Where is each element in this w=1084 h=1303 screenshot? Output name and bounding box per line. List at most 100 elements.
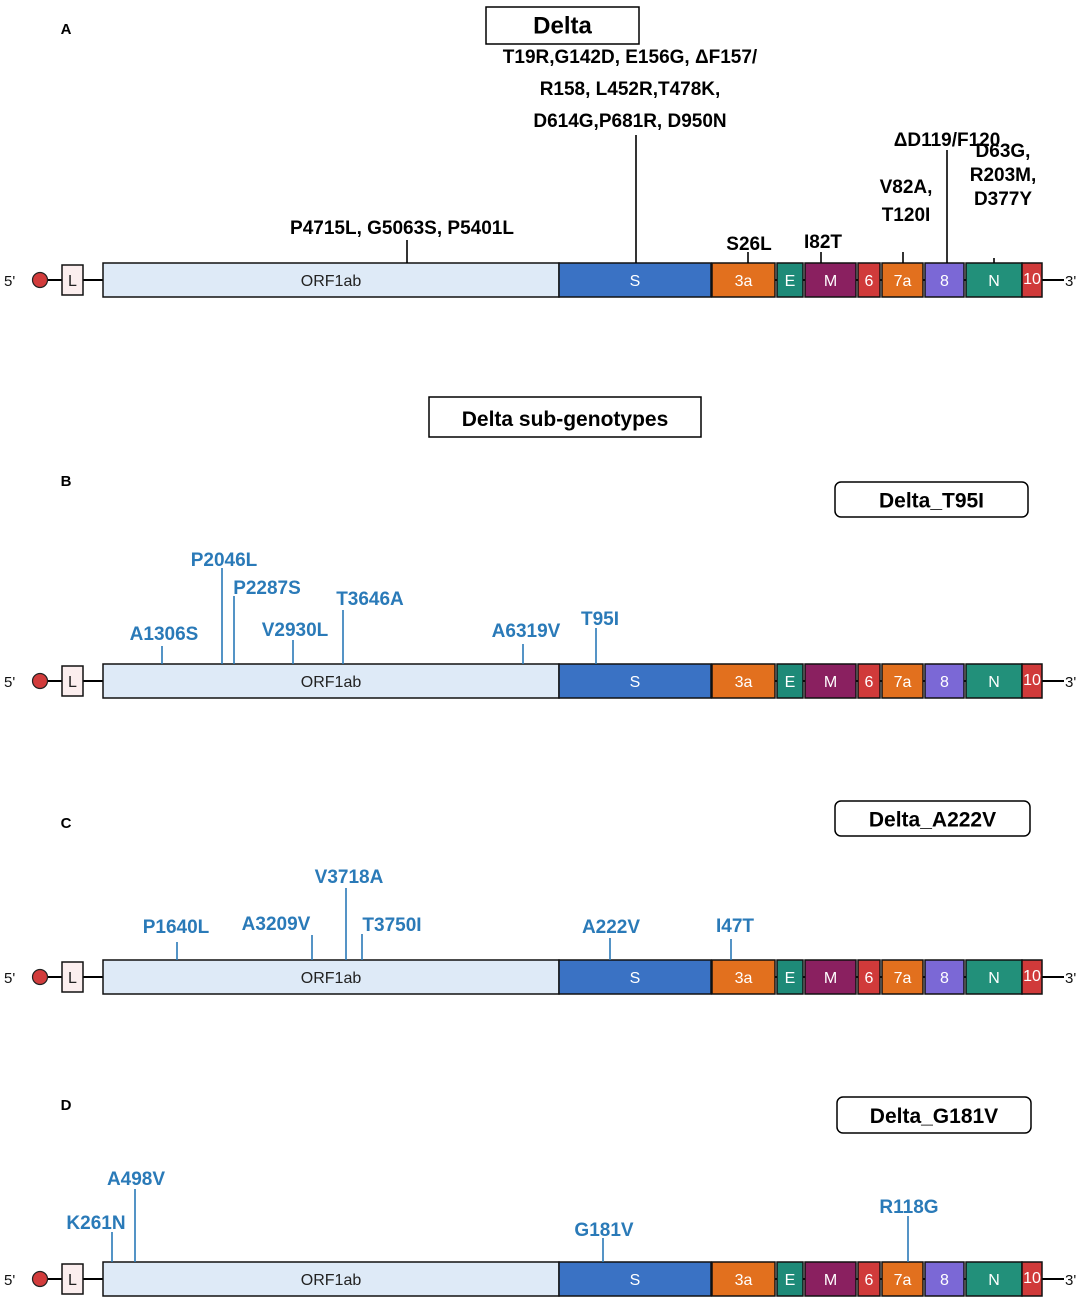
- panel-title: Delta_A222V: [869, 809, 996, 832]
- five-prime-label: 5': [4, 1272, 15, 1289]
- gene-m: [804, 1261, 857, 1297]
- mutation-label: V2930L: [262, 620, 329, 641]
- mutation-marker: T95I: [581, 609, 619, 664]
- gene-label-m: M: [824, 674, 837, 691]
- three-prime-label: 3': [1065, 1272, 1076, 1289]
- gene-label-m: M: [824, 970, 837, 987]
- gene-orf1ab: [102, 959, 560, 995]
- gene-10: [1021, 663, 1043, 699]
- mutation-label: A498V: [107, 1169, 165, 1190]
- gene-label-l: L: [68, 273, 77, 290]
- gene-label-orf1ab: ORF1ab: [301, 273, 362, 290]
- mutation-label: A222V: [582, 917, 640, 938]
- gene-label-3a: 3a: [735, 970, 753, 987]
- gene-label-3a: 3a: [735, 1272, 753, 1289]
- gene-8: [924, 1261, 965, 1297]
- gene-label-7a: 7a: [894, 674, 912, 691]
- title-box: [834, 481, 1029, 518]
- mutation-label: V82A,: [880, 177, 933, 198]
- mutation-marker: S26L: [726, 234, 772, 263]
- mutation-label: T3750I: [362, 915, 421, 936]
- mutation-label: T3646A: [336, 589, 404, 610]
- mutation-marker: A222V: [582, 917, 640, 960]
- gene-6: [857, 262, 881, 298]
- gene-10: [1021, 262, 1043, 298]
- five-prime-label: 5': [4, 970, 15, 987]
- gene-m: [804, 959, 857, 995]
- gene-3a: [711, 1261, 776, 1297]
- gene-label-n: N: [988, 674, 1000, 691]
- mutation-marker: I82T: [804, 232, 842, 263]
- mutation-label: R203M,: [970, 165, 1037, 186]
- gene-m: [804, 262, 857, 298]
- gene-label-l: L: [68, 674, 77, 691]
- mutation-marker: T3646A: [336, 589, 404, 664]
- gene-7a: [881, 262, 924, 298]
- mutation-label: D63G,: [976, 141, 1031, 162]
- mutation-marker: I47T: [716, 916, 754, 960]
- gene-6: [857, 1261, 881, 1297]
- mutation-label: D614G,P681R, D950N: [533, 111, 726, 132]
- gene-s: [558, 262, 712, 298]
- mutation-marker: ΔD119/F120: [894, 130, 1001, 263]
- panel-letter: D: [61, 1097, 72, 1114]
- cap-icon: [31, 968, 49, 986]
- mutation-label: S26L: [726, 234, 772, 255]
- gene-label-e: E: [785, 1272, 796, 1289]
- gene-s: [558, 959, 712, 995]
- gene-e: [776, 262, 804, 298]
- three-prime-label: 3': [1065, 273, 1076, 290]
- gene-label-orf1ab: ORF1ab: [301, 1272, 362, 1289]
- mutation-label: T120I: [882, 205, 931, 226]
- gene-label-s: S: [630, 273, 641, 290]
- gene-10: [1021, 959, 1043, 995]
- mutation-marker: A498V: [107, 1169, 165, 1262]
- gene-6: [857, 959, 881, 995]
- panel-title: Delta_T95I: [879, 490, 984, 513]
- mutation-label: G181V: [574, 1220, 633, 1241]
- section-title-box: [428, 396, 702, 438]
- gene-label-e: E: [785, 674, 796, 691]
- five-prime-label: 5': [4, 273, 15, 290]
- three-prime-label: 3': [1065, 674, 1076, 691]
- mutation-label: K261N: [66, 1213, 125, 1234]
- gene-6: [857, 663, 881, 699]
- gene-7a: [881, 959, 924, 995]
- mutation-marker: G181V: [574, 1220, 634, 1262]
- gene-label-m: M: [824, 273, 837, 290]
- gene-3a: [711, 262, 776, 298]
- mutation-label: R158, L452R,T478K,: [540, 79, 721, 100]
- gene-orf1ab: [102, 1261, 560, 1297]
- gene-label-3a: 3a: [735, 273, 753, 290]
- gene-label-8: 8: [940, 674, 949, 691]
- gene-label-s: S: [630, 674, 641, 691]
- three-prime-label: 3': [1065, 970, 1076, 987]
- gene-l: [61, 264, 84, 296]
- mutation-label: D377Y: [974, 189, 1032, 210]
- mutation-label: T19R,G142D, E156G, ΔF157/: [503, 47, 758, 68]
- gene-s: [558, 663, 712, 699]
- gene-label-l: L: [68, 970, 77, 987]
- mutation-marker: D63G, R203M, D377Y: [970, 141, 1037, 263]
- gene-label-10: 10: [1023, 672, 1041, 689]
- gene-label-10: 10: [1023, 1270, 1041, 1287]
- gene-label-8: 8: [940, 1272, 949, 1289]
- gene-label-n: N: [988, 1272, 1000, 1289]
- mutation-label: A3209V: [242, 914, 311, 935]
- gene-label-10: 10: [1023, 968, 1041, 985]
- section-title: Delta sub-genotypes: [462, 408, 669, 431]
- mutation-label: ΔD119/F120: [894, 130, 1001, 151]
- panel-letter: B: [61, 473, 72, 490]
- gene-label-l: L: [68, 1272, 77, 1289]
- gene-label-6: 6: [865, 674, 874, 691]
- gene-m: [804, 663, 857, 699]
- mutation-marker: R118G: [879, 1197, 939, 1262]
- mutation-marker: T3750I: [361, 915, 422, 960]
- gene-label-6: 6: [865, 273, 874, 290]
- mutation-label: P2046L: [191, 550, 258, 571]
- mutation-marker: P2287S: [233, 578, 301, 664]
